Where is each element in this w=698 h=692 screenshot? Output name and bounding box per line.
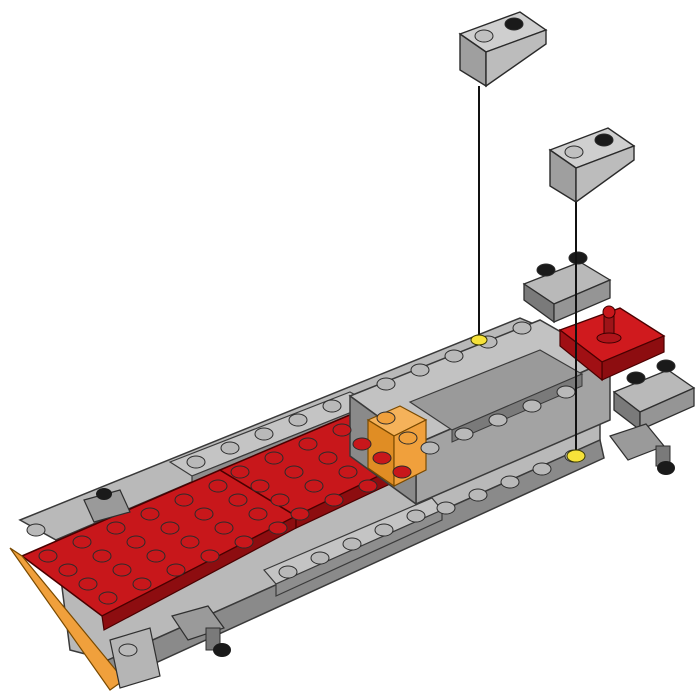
target-stud-2	[567, 450, 585, 462]
red-stud	[333, 424, 351, 436]
slope-brick-1	[460, 12, 546, 86]
red-stud	[209, 480, 227, 492]
red-stud	[201, 550, 219, 562]
dark-stud	[537, 264, 555, 276]
gray-stud	[343, 538, 361, 550]
red-stud	[147, 550, 165, 562]
orange-stud	[399, 432, 417, 444]
gray-stud	[221, 442, 239, 454]
gray-stud	[411, 364, 429, 376]
gray-stud	[187, 456, 205, 468]
red-stud	[359, 480, 377, 492]
red-stud	[133, 578, 151, 590]
dark-stud	[569, 252, 587, 264]
red-stud	[269, 522, 287, 534]
red-stud	[175, 494, 193, 506]
red-stud	[39, 550, 57, 562]
red-stud	[107, 522, 125, 534]
red-stud	[299, 438, 317, 450]
gray-stud	[421, 442, 439, 454]
red-stud	[291, 508, 309, 520]
red-stud	[271, 494, 289, 506]
red-stud	[141, 508, 159, 520]
gray-stud	[377, 378, 395, 390]
red-stud	[265, 452, 283, 464]
red-stud	[305, 480, 323, 492]
red-stud	[393, 466, 411, 478]
gray-stud	[119, 644, 137, 656]
dark-stud	[657, 360, 675, 372]
red-stud	[79, 578, 97, 590]
gray-stud	[375, 524, 393, 536]
gray-stud	[513, 322, 531, 334]
gray-stud	[445, 350, 463, 362]
red-stud	[235, 536, 253, 548]
gray-stud	[279, 566, 297, 578]
gray-stud	[489, 414, 507, 426]
red-stud	[215, 522, 233, 534]
gray-stud	[501, 476, 519, 488]
red-stud	[59, 564, 77, 576]
gray-stud	[311, 552, 329, 564]
gray-stud	[407, 510, 425, 522]
red-stud	[251, 480, 269, 492]
gray-stud	[255, 428, 273, 440]
red-stud	[181, 536, 199, 548]
axle-rear-right	[610, 424, 675, 475]
red-stud	[229, 494, 247, 506]
orange-stud	[377, 412, 395, 424]
gray-stud	[289, 414, 307, 426]
red-stud	[319, 452, 337, 464]
red-stud	[373, 452, 391, 464]
gray-stud	[523, 400, 541, 412]
red-stud	[325, 494, 343, 506]
red-stud	[167, 564, 185, 576]
red-stud	[73, 536, 91, 548]
red-stud	[231, 466, 249, 478]
red-stud	[99, 592, 117, 604]
target-stud-1	[471, 335, 487, 345]
gray-stud	[455, 428, 473, 440]
red-stud	[113, 564, 131, 576]
red-stud	[93, 550, 111, 562]
gray-stud	[27, 524, 45, 536]
dark-stud	[627, 372, 645, 384]
slope-brick-2	[550, 128, 634, 202]
red-stud	[339, 466, 357, 478]
gray-stud	[557, 386, 575, 398]
red-stud	[285, 466, 303, 478]
gray-stud	[437, 502, 455, 514]
gray-stud	[469, 489, 487, 501]
red-stud	[161, 522, 179, 534]
red-stud	[353, 438, 371, 450]
dark-bracket-rear-right	[614, 370, 694, 430]
red-stud	[127, 536, 145, 548]
gray-stud	[323, 400, 341, 412]
red-stud	[195, 508, 213, 520]
gray-stud	[533, 463, 551, 475]
red-stud	[249, 508, 267, 520]
